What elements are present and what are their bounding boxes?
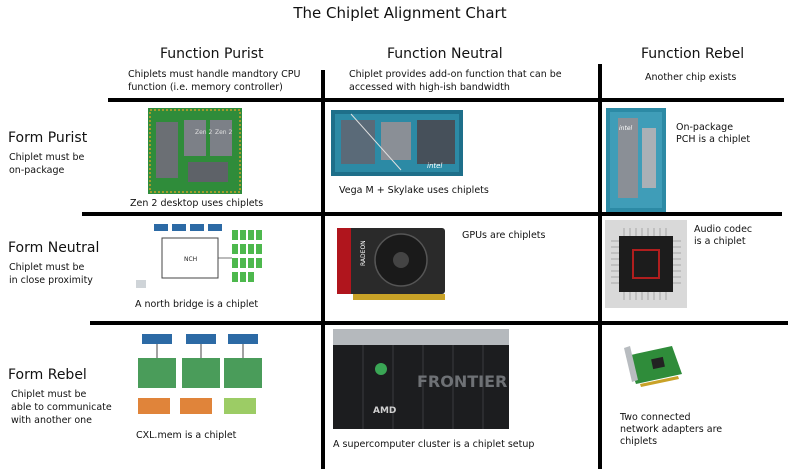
column-desc-function-rebel: Another chip exists (645, 72, 737, 83)
frontier-supercomputer-image: FRONTIER AMD (333, 329, 509, 429)
intel-logo-text: intel (427, 162, 442, 170)
cell-caption-zen2: Zen 2 desktop uses chiplets (130, 198, 264, 209)
chart-title: The Chiplet Alignment Chart (293, 4, 507, 22)
caption-line: is a chiplet (694, 236, 746, 247)
row-desc-line: on-package (9, 165, 65, 176)
row-desc-line: able to communicate (11, 402, 112, 413)
row-heading-form-purist: Form Purist (8, 130, 88, 146)
cell-caption-cxl: CXL.mem is a chiplet (136, 430, 237, 441)
cell-caption-audio-codec: Audio codec is a chiplet (694, 224, 752, 248)
row-desc-line: with another one (11, 415, 93, 426)
row-desc-line: in close proximity (9, 275, 93, 286)
row-desc-form-neutral: Chiplet must be in close proximity (9, 261, 93, 287)
amd-logo-text: AMD (373, 406, 396, 416)
cell-caption-gpu: GPUs are chiplets (462, 230, 546, 241)
zen2-package-image: Zen 2 Zen 2 (148, 108, 242, 194)
cell-caption-pch: On-package PCH is a chiplet (676, 122, 750, 146)
column-desc-function-purist: Chiplets must handle mandtory CPU functi… (128, 69, 301, 93)
network-adapter-image (622, 340, 686, 390)
grid-line-horizontal (108, 98, 784, 102)
caption-line: Audio codec (694, 224, 753, 235)
nch-label: NCH (184, 256, 197, 263)
column-heading-function-neutral: Function Neutral (387, 46, 503, 62)
cxl-mem-diagram-image (134, 332, 270, 418)
intel-pch-package-image: intel (606, 108, 666, 212)
row-heading-form-neutral: Form Neutral (8, 240, 100, 256)
die-label: Zen 2 (195, 129, 213, 136)
caption-line: PCH is a chiplet (676, 134, 751, 145)
radeon-text: RADEON (360, 240, 367, 266)
cell-caption-north-bridge: A north bridge is a chiplet (135, 299, 259, 310)
row-desc-line: Chiplet must be (11, 389, 87, 400)
row-desc-form-purist: Chiplet must be on-package (9, 151, 84, 177)
row-heading-form-rebel: Form Rebel (8, 367, 87, 383)
radeon-gpu-image: RADEON (333, 222, 453, 304)
cell-caption-vega-m: Vega M + Skylake uses chiplets (339, 185, 489, 196)
caption-line: network adapters are (620, 424, 723, 435)
column-heading-function-rebel: Function Rebel (641, 46, 745, 62)
grid-line-vertical (598, 64, 602, 469)
caption-line: Two connected (620, 412, 691, 423)
grid-line-vertical (321, 70, 325, 469)
column-heading-function-purist: Function Purist (160, 46, 264, 62)
intel-logo-text: intel (619, 125, 633, 132)
frontier-text: FRONTIER (417, 372, 507, 391)
column-desc-function-neutral: Chiplet provides add-on function that ca… (349, 69, 562, 93)
die-label: Zen 2 (215, 129, 233, 136)
vega-m-skylake-image: intel (331, 110, 463, 176)
row-desc-line: Chiplet must be (9, 262, 85, 273)
caption-line: On-package (676, 122, 734, 133)
cell-caption-network-adapters: Two connected network adapters are chipl… (620, 412, 722, 448)
grid-line-horizontal (82, 212, 782, 216)
row-desc-form-rebel: Chiplet must be able to communicate with… (11, 388, 112, 427)
cell-caption-supercomputer: A supercomputer cluster is a chiplet set… (333, 439, 535, 450)
grid-line-horizontal (90, 321, 788, 325)
row-desc-line: Chiplet must be (9, 152, 85, 163)
caption-line: chiplets (620, 436, 658, 447)
north-bridge-diagram-image: NCH (132, 222, 270, 292)
audio-codec-chip-image (605, 220, 687, 308)
